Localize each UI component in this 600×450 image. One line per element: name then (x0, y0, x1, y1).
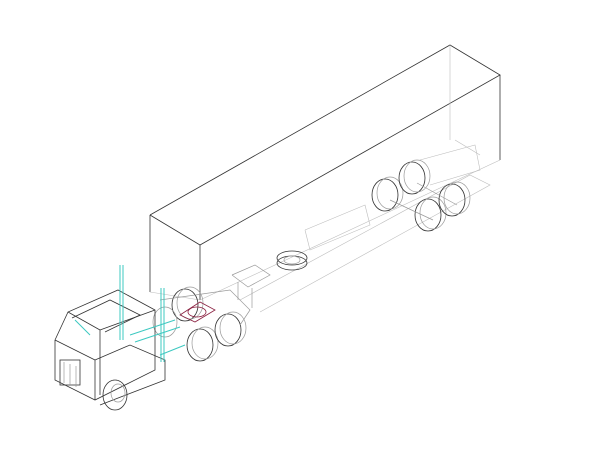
exhaust-stacks (74, 265, 186, 362)
trailer-rear-axles (371, 159, 471, 232)
landing-gear (231, 264, 271, 308)
front-wheel (102, 379, 128, 411)
trailer-chassis (239, 139, 491, 313)
spare-tire (276, 250, 308, 271)
cab (54, 289, 166, 406)
trailer-box (149, 44, 501, 301)
fifth-wheel (179, 301, 216, 323)
tractor-rear-axles (152, 286, 251, 362)
